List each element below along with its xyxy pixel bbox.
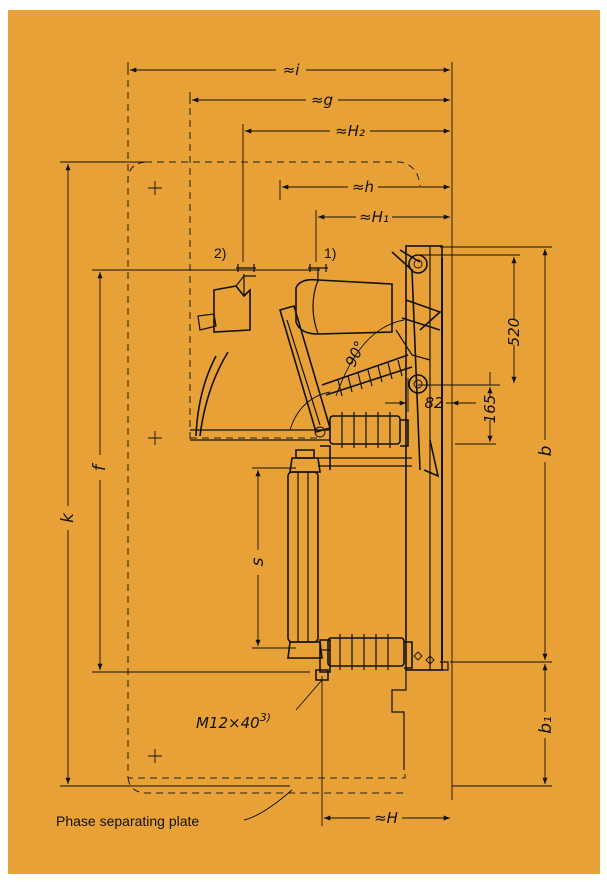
- label-note-1: 1): [324, 245, 336, 261]
- dimension-H2: [242, 124, 450, 262]
- label-dim-h: ≈h: [352, 178, 374, 196]
- label-dim-H: ≈H: [374, 809, 398, 827]
- lower-support-insulator: [315, 634, 435, 681]
- dimension-i: [127, 62, 453, 800]
- dimension-b: [440, 246, 552, 663]
- dimension-b1: [452, 664, 552, 787]
- mounting-frame: [391, 245, 449, 770]
- label-dim-H1: ≈H₁: [359, 208, 389, 226]
- dimension-H1: [315, 210, 450, 262]
- label-dim-i: ≈i: [283, 61, 301, 79]
- operating-linkage: [391, 249, 442, 478]
- label-dim-82: 82: [424, 394, 443, 412]
- label-dim-s: s: [248, 557, 268, 566]
- caption-leader: [243, 789, 293, 821]
- switch-blade: [279, 305, 331, 438]
- label-dim-b: b: [536, 446, 556, 457]
- label-dim-g: ≈g: [311, 91, 333, 109]
- drawing-background: [8, 10, 600, 874]
- dimension-f: [92, 269, 320, 673]
- dimension-165: [455, 372, 496, 445]
- dimension-520: [418, 254, 520, 386]
- label-bolt: M12×403): [196, 711, 271, 732]
- label-dim-f: f: [90, 462, 110, 471]
- label-dim-165: 165: [481, 395, 499, 424]
- label-note-2: 2): [214, 245, 226, 261]
- middle-support-insulator: [190, 412, 409, 470]
- phase-separating-plate-outline: [127, 68, 421, 794]
- upper-support-insulator: [321, 354, 413, 397]
- label-dim-k: k: [58, 512, 78, 523]
- auxiliary-contact-parts: [195, 264, 256, 437]
- label-caption: Phase separating plate: [56, 813, 199, 829]
- plate-mounting-crosses: [148, 181, 162, 763]
- label-dim-H2: ≈H₂: [335, 122, 365, 140]
- dimension-g: [189, 92, 450, 104]
- dimension-k: [60, 161, 290, 787]
- bolt-leader: [295, 679, 323, 711]
- arc-chute: [295, 264, 393, 335]
- dimension-H: [321, 676, 450, 826]
- fuse-cartridge: [287, 449, 412, 659]
- dimension-h: [279, 180, 450, 200]
- swing-angle-arc: [289, 319, 405, 431]
- label-dim-520: 520: [505, 318, 523, 347]
- dimension-82: [385, 378, 476, 412]
- label-dim-b1: b₁: [536, 716, 556, 734]
